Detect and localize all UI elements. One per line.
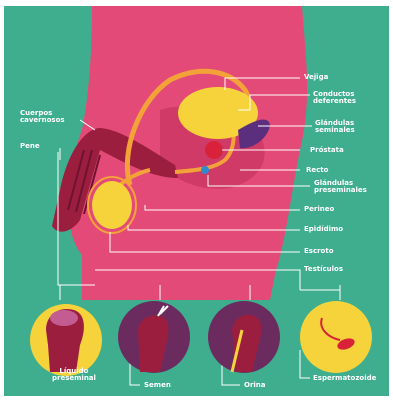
label-perineo: Perineo xyxy=(304,206,334,213)
label-pene: Pene xyxy=(20,143,40,150)
label-espermatozoide: Espermatozoide xyxy=(313,375,376,382)
label-conductos-deferentes: Conductos deferentes xyxy=(313,91,356,105)
label-glandulas-preseminales: Glándulas preseminales xyxy=(314,180,367,194)
label-testiculos: Testículos xyxy=(304,266,343,273)
label-prostata: Próstata xyxy=(310,147,344,154)
circle-espermatozoide-bg xyxy=(300,301,372,373)
label-liquido-preseminal: Líquido preseminal xyxy=(52,368,96,382)
label-cuerpos-cavernosos: Cuerpos cavernosos xyxy=(20,110,65,124)
preseminal-gland xyxy=(201,166,209,174)
testicle xyxy=(92,181,132,229)
label-glandulas-seminales: Glándulas seminales xyxy=(315,120,355,134)
label-epididimo: Epidídimo xyxy=(304,226,343,233)
label-orina: Orina xyxy=(244,382,266,389)
label-semen: Semen xyxy=(144,382,171,389)
label-recto: Recto xyxy=(306,167,328,174)
prostate xyxy=(205,141,223,159)
label-escroto: Escroto xyxy=(304,248,334,255)
label-vejiga: Vejiga xyxy=(304,74,328,81)
